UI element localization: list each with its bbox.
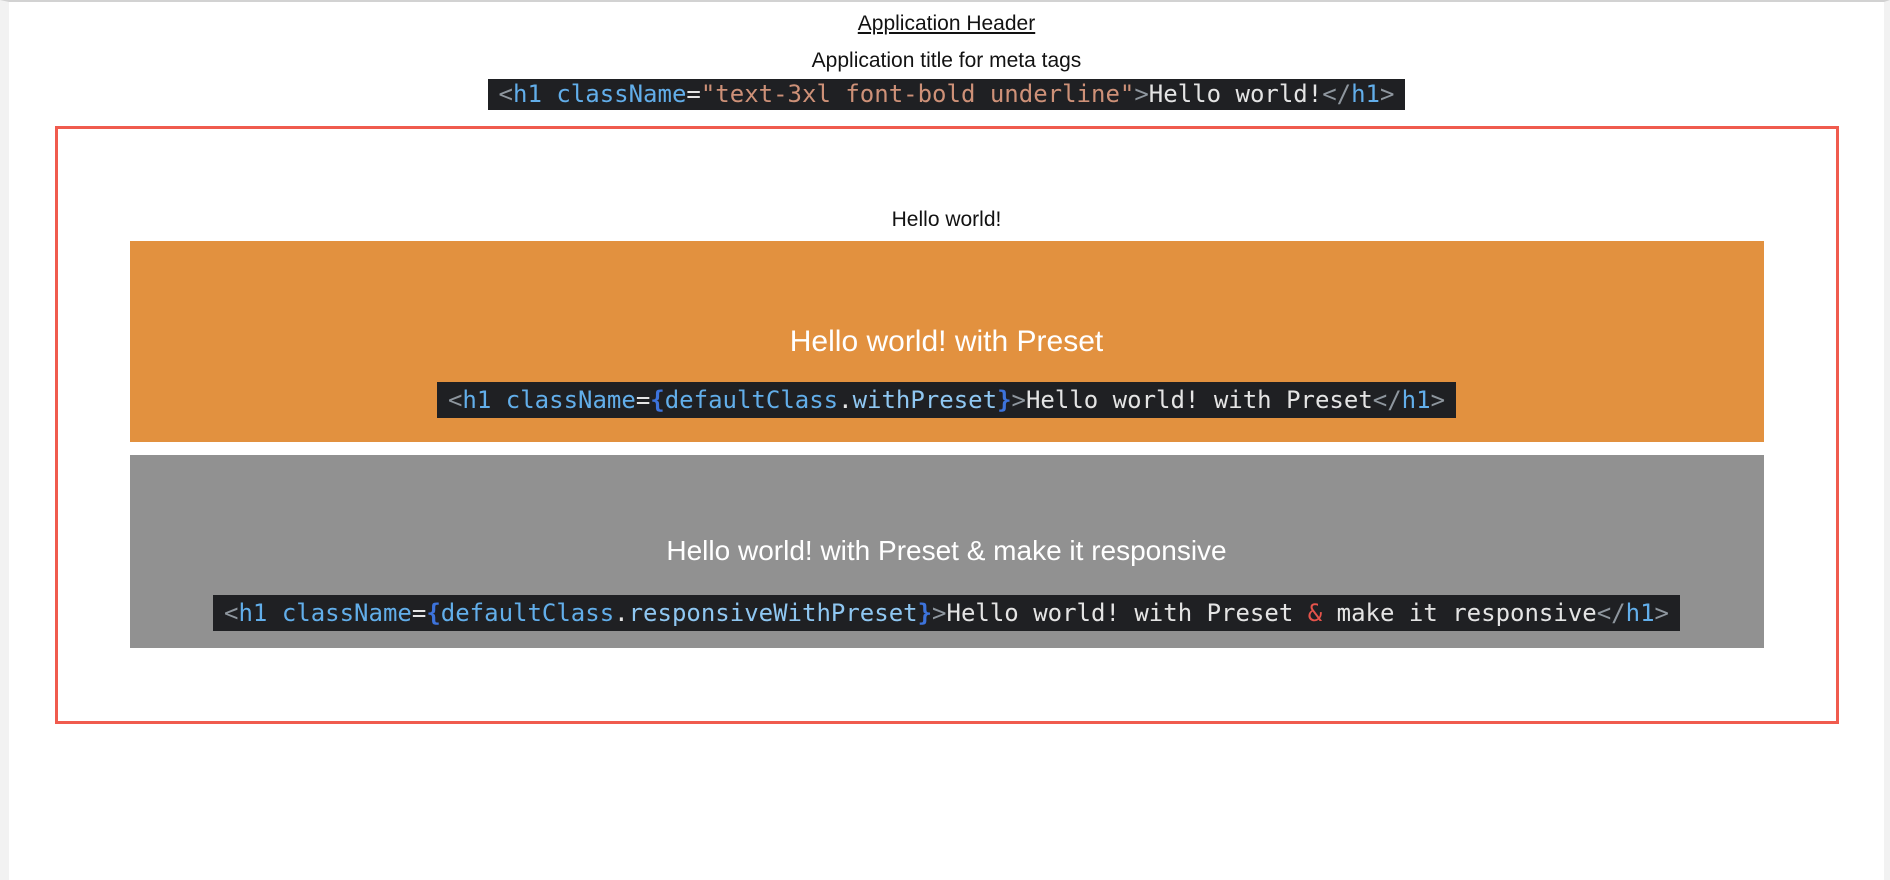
code-snippet-with-preset: <h1 className={defaultClass.withPreset}>… — [436, 382, 1457, 418]
demo-container: Hello world! Hello world! with Preset <h… — [54, 126, 1839, 724]
app-header-title: Application Header — [857, 12, 1036, 35]
code-row-preset: <h1 className={defaultClass.withPreset}>… — [130, 382, 1764, 418]
app-subtitle: Application title for meta tags — [811, 49, 1082, 72]
responsive-banner: Hello world! with Preset & make it respo… — [129, 455, 1764, 648]
hello-world-heading: Hello world! — [891, 208, 1002, 231]
code-snippet-responsive: <h1 className={defaultClass.responsiveWi… — [213, 595, 1680, 631]
code-row-default: <h1 className="text-3xl font-bold underl… — [9, 79, 1884, 110]
code-snippet-default: <h1 className="text-3xl font-bold underl… — [487, 79, 1406, 110]
code-row-responsive: <h1 className={defaultClass.responsiveWi… — [130, 595, 1764, 631]
preset-heading: Hello world! with Preset — [789, 325, 1104, 358]
responsive-heading: Hello world! with Preset & make it respo… — [666, 535, 1227, 566]
preset-banner: Hello world! with Preset <h1 className={… — [129, 241, 1764, 442]
